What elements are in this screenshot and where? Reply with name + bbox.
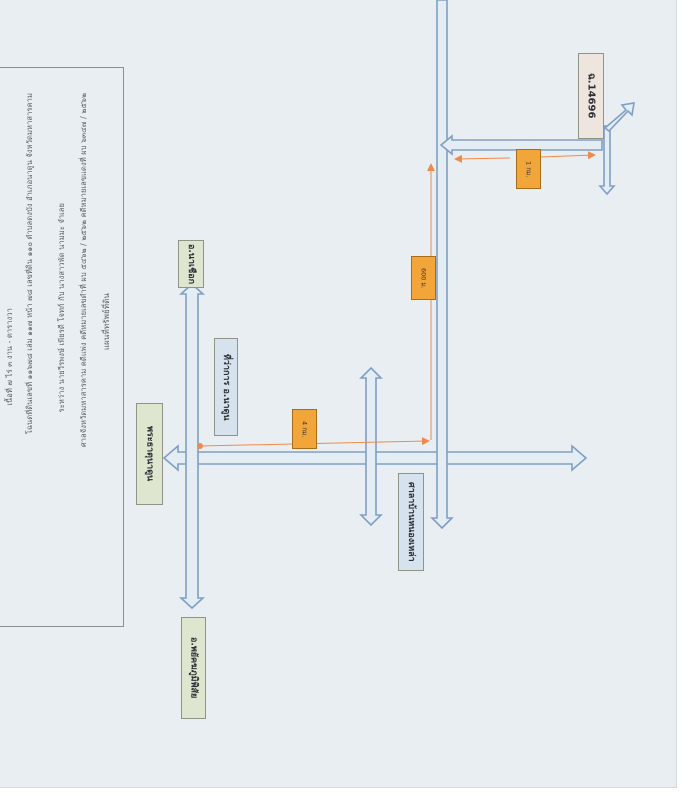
parcel-direction-arrow: [603, 102, 635, 133]
road-long-vertical: [430, 0, 454, 530]
branch-road-to-parcel: [439, 134, 603, 156]
place-label-phayakkhaphum: อ.พยัคฆภูมิพิสัย: [181, 617, 206, 719]
place-name-sala: ศาลาบ้านหนองเหล่า: [406, 482, 416, 562]
map-sheet: แผนที่ทรัพย์ที่ดิน ศาลจังหวัดมหาสารคาม ค…: [0, 0, 677, 788]
distance-badge-4km: 4 กม.: [292, 409, 317, 449]
parcel-label: ฉ.14696: [578, 53, 604, 139]
parcel-number: ฉ.14696: [585, 73, 597, 119]
place-name-phra-that: พระธาตุนาดูน: [144, 426, 155, 482]
distance-value-4km: 4 กม.: [300, 420, 309, 438]
place-label-district-office: ที่ว่าการ อ.นาดูน: [214, 338, 238, 436]
distance-badge-600m: 600 ม.: [411, 256, 436, 300]
place-name-na-chueak: อ.นาเชือก: [186, 243, 196, 285]
place-label-sala: ศาลาบ้านหนองเหล่า: [398, 473, 424, 571]
distance-badge-1km: 1 กม.: [516, 149, 541, 189]
parcel-access-road: [598, 125, 616, 196]
road-na-chueak-phayakkhaphum: [178, 282, 206, 610]
road-network: [162, 0, 635, 610]
place-label-na-chueak: อ.นาเชือก: [178, 240, 204, 288]
distance-line-1km-b: [539, 151, 596, 160]
distance-line-1km-a: [454, 154, 511, 163]
distance-value-600m: 600 ม.: [419, 267, 428, 289]
local-road-short: [359, 366, 383, 527]
case-info-box: แผนที่ทรัพย์ที่ดิน ศาลจังหวัดมหาสารคาม ค…: [0, 67, 124, 627]
place-name-district-office: ที่ว่าการ อ.นาดูน: [221, 353, 231, 421]
place-name-phayakkhaphum: อ.พยัคฆภูมิพิสัย: [188, 637, 199, 699]
distance-value-1km: 1 กม.: [524, 160, 533, 178]
place-label-phra-that: พระธาตุนาดูน: [136, 403, 163, 505]
distance-start-dot: [197, 443, 203, 449]
